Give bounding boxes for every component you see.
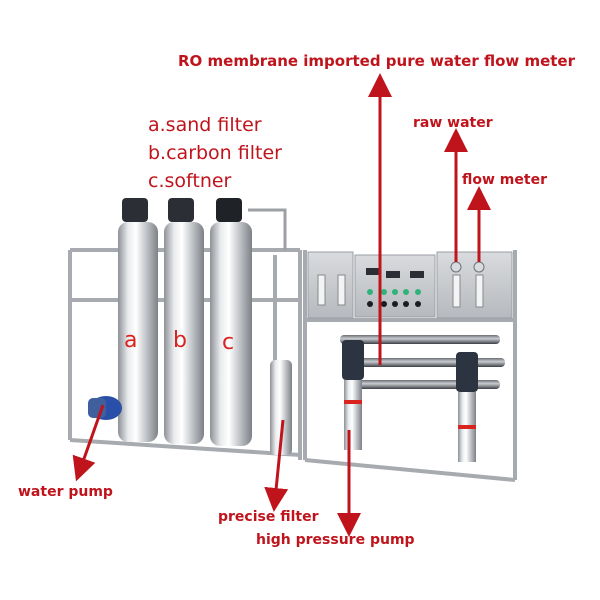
label-high-pressure-pump: high pressure pump <box>256 532 415 548</box>
arrow-water-pump <box>72 404 105 482</box>
tank-letter-a: a <box>124 328 138 353</box>
ro-membranes <box>340 335 505 389</box>
tank-softener <box>210 198 252 446</box>
label-water-pump: water pump <box>18 484 113 500</box>
ro-frame <box>303 250 517 482</box>
tank-letter-b: b <box>173 328 187 353</box>
label-raw-water: raw water <box>413 115 493 131</box>
annotation-arrows <box>72 73 491 537</box>
water-pump <box>88 396 122 420</box>
tank-carbon-filter <box>164 198 204 444</box>
legend-softener: c.softner <box>148 170 232 192</box>
tank-sand-filter <box>118 198 158 442</box>
tank-letter-c: c <box>222 330 235 355</box>
precise-filter <box>270 360 292 455</box>
label-ro-flow-meter: RO membrane imported pure water flow met… <box>178 52 576 70</box>
legend-carbon-filter: b.carbon filter <box>148 142 282 164</box>
control-panel <box>307 251 513 319</box>
label-flow-meter: flow meter <box>462 172 547 188</box>
legend-sand-filter: a.sand filter <box>148 114 262 136</box>
arrow-precise-filter <box>264 419 289 512</box>
label-precise-filter: precise filter <box>218 509 319 525</box>
